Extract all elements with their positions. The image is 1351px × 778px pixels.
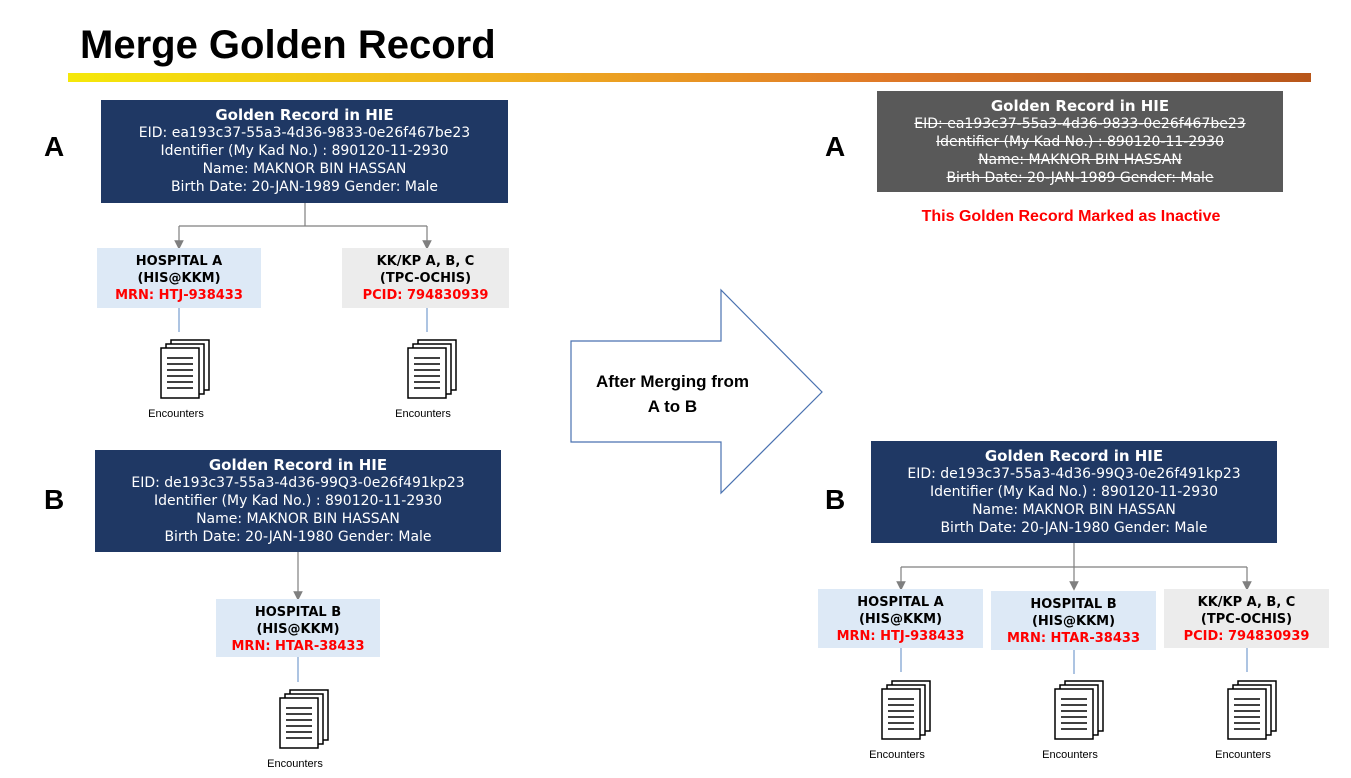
source-id: MRN: HTJ-938433 — [115, 288, 243, 303]
merge-arrow-shape — [570, 288, 823, 495]
golden-record-name: Name: MAKNOR BIN HASSAN — [196, 511, 400, 527]
golden-record-name: Name: MAKNOR BIN HASSAN — [972, 502, 1176, 518]
encounters-label: Encounters — [148, 408, 204, 420]
source-id: MRN: HTAR-38433 — [1007, 631, 1140, 646]
encounters-after-kk: Encounters — [1198, 679, 1288, 769]
documents-icon — [1054, 680, 1104, 740]
golden-record-title: Golden Record in HIE — [208, 456, 388, 474]
golden-record-birth: Birth Date: 20-JAN-1989 Gender: Male — [946, 170, 1214, 186]
documents-icon — [407, 339, 457, 399]
inactive-message: This Golden Record Marked as Inactive — [921, 208, 1221, 225]
encounters-label: Encounters — [267, 758, 323, 770]
arrow-text-line1: After Merging from — [596, 372, 749, 391]
source-name: HOSPITAL B — [1030, 597, 1117, 612]
source-name: HOSPITAL A — [135, 254, 223, 269]
source-hospital-b-before: HOSPITAL B (HIS@KKM) MRN: HTAR-38433 — [216, 599, 380, 657]
golden-record-identifier: Identifier (My Kad No.) : 890120-11-2930 — [160, 143, 449, 159]
encounters-after-hospital-a: Encounters — [852, 679, 942, 769]
golden-record-identifier: Identifier (My Kad No.) : 890120-11-2930 — [936, 134, 1224, 150]
source-name: HOSPITAL B — [254, 605, 342, 620]
golden-record-before-a: Golden Record in HIE EID: ea193c37-55a3-… — [101, 100, 508, 203]
source-system: (HIS@KKM) — [858, 612, 943, 627]
source-kk-before: KK/KP A, B, C (TPC-OCHIS) PCID: 79483093… — [342, 248, 509, 308]
golden-record-before-b: Golden Record in HIE EID: de193c37-55a3-… — [95, 450, 501, 552]
encounters-label: Encounters — [395, 408, 451, 420]
encounters-before-hospital-a: Encounters — [131, 338, 221, 428]
source-id: MRN: HTAR-38433 — [231, 639, 365, 654]
source-id: PCID: 794830939 — [1183, 629, 1310, 644]
source-system: (HIS@KKM) — [256, 622, 340, 637]
source-name: HOSPITAL A — [857, 595, 944, 610]
source-system: (TPC-OCHIS) — [379, 271, 472, 286]
golden-record-eid: EID: ea193c37-55a3-4d36-9833-0e26f467be2… — [914, 116, 1246, 132]
golden-record-name: Name: MAKNOR BIN HASSAN — [202, 161, 407, 177]
encounters-label: Encounters — [869, 749, 925, 761]
merge-arrow-label: After Merging from A to B — [575, 369, 770, 419]
page-title: Merge Golden Record — [80, 23, 496, 67]
golden-record-title: Golden Record in HIE — [990, 97, 1170, 115]
source-system: (HIS@KKM) — [137, 271, 221, 286]
source-hospital-b-after: HOSPITAL B (HIS@KKM) MRN: HTAR-38433 — [991, 591, 1156, 650]
encounters-label: Encounters — [1042, 749, 1098, 761]
golden-record-title: Golden Record in HIE — [215, 106, 394, 124]
documents-icon — [279, 689, 329, 749]
source-id: MRN: HTJ-938433 — [836, 629, 965, 644]
encounters-label: Encounters — [1215, 749, 1271, 761]
encounters-before-hospital-b: Encounters — [250, 688, 340, 778]
label-after-a: A — [825, 131, 846, 162]
golden-record-identifier: Identifier (My Kad No.) : 890120-11-2930 — [154, 493, 442, 509]
label-after-b: B — [825, 484, 846, 515]
label-before-b: B — [44, 484, 65, 515]
arrow-text-line2: A to B — [647, 397, 698, 416]
source-kk-after: KK/KP A, B, C (TPC-OCHIS) PCID: 79483093… — [1164, 589, 1329, 648]
documents-icon — [881, 680, 931, 740]
golden-record-birth: Birth Date: 20-JAN-1980 Gender: Male — [164, 529, 432, 545]
source-name: KK/KP A, B, C — [1197, 595, 1296, 610]
golden-record-eid: EID: de193c37-55a3-4d36-99Q3-0e26f491kp2… — [907, 466, 1241, 482]
source-id: PCID: 794830939 — [362, 288, 489, 303]
golden-record-eid: EID: ea193c37-55a3-4d36-9833-0e26f467be2… — [138, 125, 471, 141]
golden-record-after-b: Golden Record in HIE EID: de193c37-55a3-… — [871, 441, 1277, 543]
source-hospital-a-before: HOSPITAL A (HIS@KKM) MRN: HTJ-938433 — [97, 248, 261, 308]
golden-record-eid: EID: de193c37-55a3-4d36-99Q3-0e26f491kp2… — [131, 475, 465, 491]
source-system: (TPC-OCHIS) — [1200, 612, 1293, 627]
documents-icon — [1227, 680, 1277, 740]
golden-record-birth: Birth Date: 20-JAN-1989 Gender: Male — [170, 179, 439, 195]
golden-record-after-a-inactive: Golden Record in HIE EID: ea193c37-55a3-… — [877, 91, 1283, 192]
source-hospital-a-after: HOSPITAL A (HIS@KKM) MRN: HTJ-938433 — [818, 589, 983, 648]
golden-record-name: Name: MAKNOR BIN HASSAN — [978, 152, 1182, 168]
title-underline — [68, 73, 1311, 82]
label-before-a: A — [44, 131, 65, 162]
encounters-after-hospital-b: Encounters — [1025, 679, 1115, 769]
source-name: KK/KP A, B, C — [376, 254, 475, 269]
encounters-before-kk: Encounters — [378, 338, 468, 428]
documents-icon — [160, 339, 210, 399]
golden-record-birth: Birth Date: 20-JAN-1980 Gender: Male — [940, 520, 1208, 536]
golden-record-identifier: Identifier (My Kad No.) : 890120-11-2930 — [930, 484, 1218, 500]
source-system: (HIS@KKM) — [1031, 614, 1116, 629]
golden-record-title: Golden Record in HIE — [984, 447, 1164, 465]
